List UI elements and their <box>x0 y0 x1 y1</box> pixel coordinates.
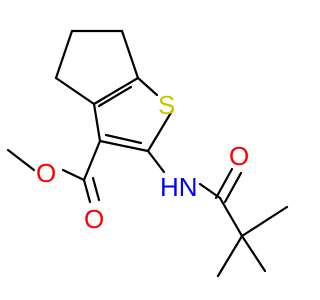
bond-c9-s <box>136 76 159 97</box>
bond-quaternary-methyl-right <box>240 205 289 238</box>
bond-quaternary-methyl-left <box>216 234 244 278</box>
bond-c2-c3-outer <box>98 139 150 153</box>
sulfur-atom-label: S <box>158 90 175 120</box>
bond-c9-c4-inner <box>97 85 133 108</box>
bond-carbonyl-quaternary <box>218 196 244 238</box>
bond-c3-ester-carbon <box>82 139 102 182</box>
ester-carbonyl-oxygen-label: O <box>84 204 104 234</box>
bond-c2-nh <box>146 149 166 174</box>
bond-ester-carbon-o-single <box>61 168 86 182</box>
ester-single-oxygen-label: O <box>36 158 56 188</box>
amide-nh-label: HN <box>160 172 198 202</box>
bond-quaternary-methyl-down <box>240 234 267 273</box>
bond-o-methyl <box>6 148 36 172</box>
bond-c5-c6 <box>54 76 96 106</box>
bond-s-c2 <box>146 109 174 153</box>
bond-ester-carbonyl-a <box>82 178 92 204</box>
bond-c8-c9 <box>120 29 140 80</box>
bond-amide-carbonyl-a <box>214 167 234 200</box>
bond-c9-c4-outer <box>92 76 140 106</box>
molecule-canvas: S O O HN O <box>6 29 289 278</box>
bond-ester-carbonyl-b <box>91 176 101 202</box>
bond-c2-c3-inner <box>104 133 143 145</box>
molecule-structure: S O O HN O <box>6 29 289 278</box>
bond-amide-carbonyl-b <box>223 171 243 204</box>
bond-c6-c7 <box>54 29 74 80</box>
amide-carbonyl-oxygen-label: O <box>229 141 249 171</box>
bond-c3-c4 <box>92 102 102 143</box>
